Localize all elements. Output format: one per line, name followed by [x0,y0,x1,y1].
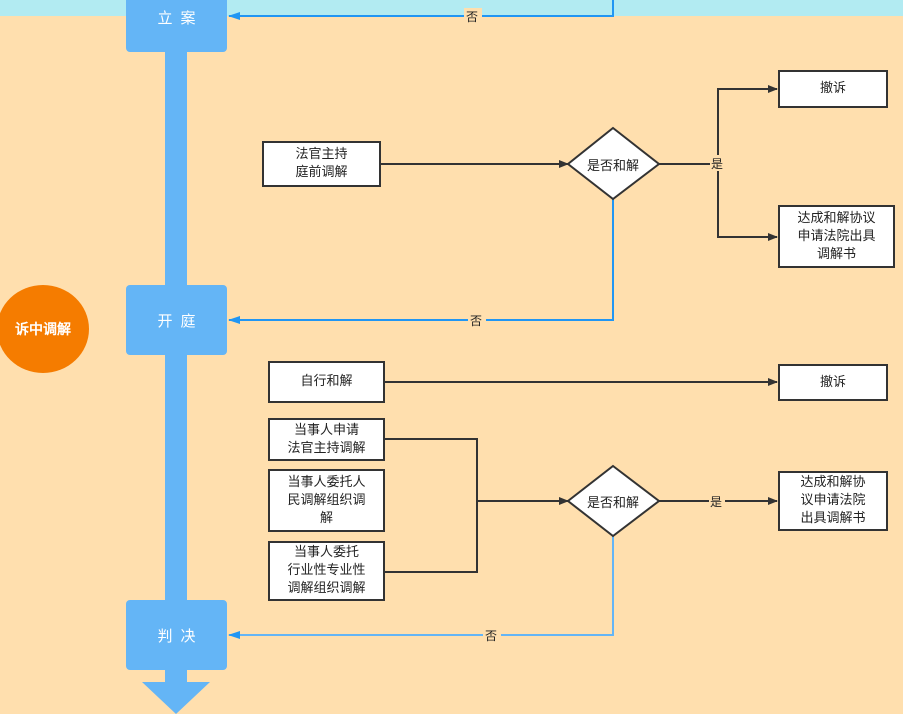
stage-trial: 开庭 [126,285,227,355]
edge-label-no-2: 否 [470,314,482,328]
edge-label-no-3: 否 [485,629,497,643]
stage-judgment: 判决 [126,600,227,670]
node-option-judge: 当事人申请 法官主持调解 [268,418,385,461]
mediation-circle: 诉中调解 [0,285,89,373]
stage-judgment-label: 判决 [157,626,204,645]
edge-label-no-1: 否 [466,10,478,24]
edge-decision1-no-to-trial [228,199,614,324]
node-self-settle: 自行和解 [268,361,385,403]
node-agreement-2: 达成和解协 议申请法院 出具调解书 [778,471,888,531]
node-withdraw-1: 撤诉 [778,70,888,108]
decision-1-label: 是否和解 [586,159,639,174]
mediation-circle-label: 诉中调解 [15,322,71,338]
node-withdraw-2: 撤诉 [778,364,888,401]
edge-options-bracket [384,438,478,573]
edge-no-to-filing [228,0,614,20]
decision-2-label: 是否和解 [586,496,639,511]
stage-filing: 立案 [126,0,227,52]
spine-arrow-head [142,682,210,714]
edge-decision1-yes-split [659,85,778,165]
edge-decision2-no-to-judgment [228,536,614,639]
stage-filing-label: 立案 [157,8,204,27]
node-agreement-1: 达成和解协议 申请法院出具 调解书 [778,205,895,268]
decision-diamond-2 [566,464,661,538]
edge-label-yes-2: 是 [710,495,722,509]
node-judge-pretrial-mediation: 法官主持 庭前调解 [262,141,381,187]
node-option-people: 当事人委托人 民调解组织调 解 [268,469,385,532]
decision-diamond-1 [566,126,661,201]
edge-decision1-yes-agreement [717,164,778,241]
edge-label-yes-1: 是 [711,157,723,171]
node-option-industry: 当事人委托 行业性专业性 调解组织调解 [268,541,385,601]
stage-trial-label: 开庭 [157,311,204,330]
process-spine [165,40,187,690]
